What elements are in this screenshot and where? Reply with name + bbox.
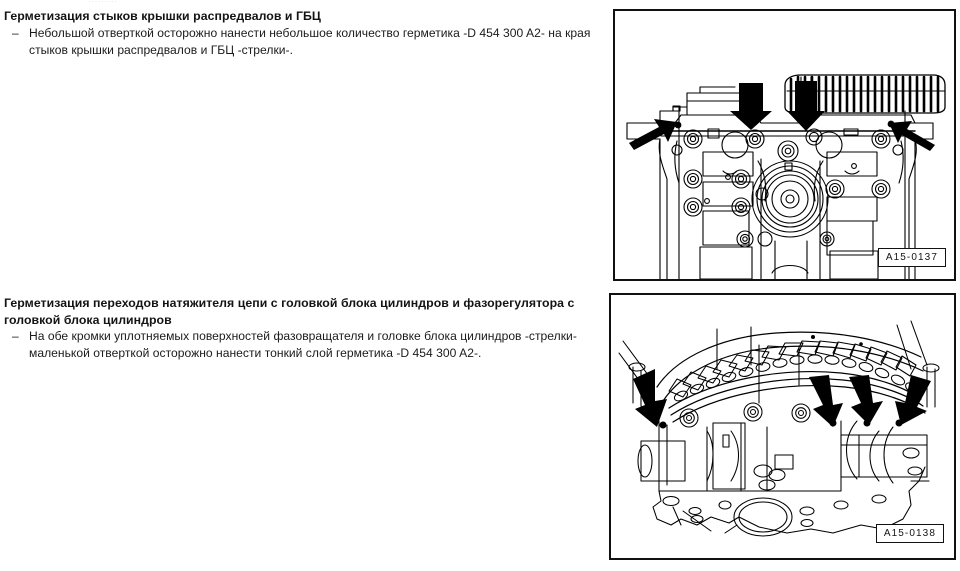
list-item: – На обе кромки уплотняемых поверхностей… [4, 328, 596, 362]
section-1-title: Герметизация стыков крышки распредвалов … [4, 9, 321, 23]
figure-chain-tensioner-drawing [618, 320, 940, 537]
arrow-icon [730, 83, 772, 130]
section-2-bullet-text: На обе кромки уплотняемых поверхностей ф… [29, 329, 577, 360]
seal-point-markers [674, 119, 895, 129]
arrow-icon-group [633, 369, 931, 427]
cut-off-text-fragment: ......... [88, 0, 328, 2]
figure-2-caption: A15-0138 [875, 524, 944, 543]
figure-camshaft-cover-drawing [626, 74, 946, 279]
section-2-title: Герметизация переходов натяжителя цепи с… [4, 296, 575, 327]
arrow-icon [633, 369, 667, 427]
section-camshaft-cover-joints: Герметизация стыков крышки распредвалов … [4, 8, 596, 59]
text-column: ......... Герметизация стыков крышки рас… [4, 0, 596, 362]
arrow-icon [895, 375, 931, 425]
figure-1-caption: A15-0137 [877, 248, 946, 267]
arrow-icon [629, 119, 677, 150]
section-1-bullet-list: – Небольшой отверткой осторожно нанести … [4, 25, 596, 59]
arrow-icon-group [629, 81, 935, 151]
section-2-bullet-list: – На обе кромки уплотняемых поверхностей… [4, 328, 596, 362]
bullet-dash-marker: – [12, 25, 19, 40]
arrow-icon [809, 375, 843, 427]
arrow-icon [889, 121, 935, 151]
figure-camshaft-cover: A15-0137 [613, 9, 956, 281]
arrow-icon [849, 375, 883, 425]
figure-chain-tensioner: A15-0138 [609, 293, 956, 560]
list-item: – Небольшой отверткой осторожно нанести … [4, 25, 596, 59]
bullet-dash-marker: – [12, 329, 19, 343]
section-chain-tensioner-transitions: Герметизация переходов натяжителя цепи с… [4, 295, 596, 362]
section-1-bullet-text: Небольшой отверткой осторожно нанести не… [29, 25, 591, 57]
arrow-icon [787, 81, 825, 131]
